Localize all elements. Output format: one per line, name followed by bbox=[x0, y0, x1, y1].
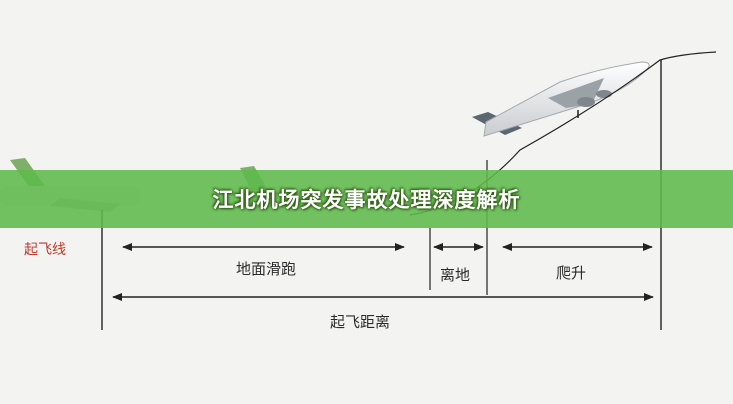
climbing-aircraft bbox=[472, 61, 650, 137]
banner-title: 江北机场突发事故处理深度解析 bbox=[212, 188, 521, 212]
ground-roll-label: 地面滑跑 bbox=[236, 260, 297, 278]
climb-label: 爬升 bbox=[556, 264, 587, 282]
start-line-label: 起飞线 bbox=[24, 242, 66, 258]
title-banner bbox=[0, 170, 733, 228]
liftoff-label: 离地 bbox=[440, 266, 471, 284]
takeoff-distance-label: 起飞距离 bbox=[330, 313, 391, 331]
